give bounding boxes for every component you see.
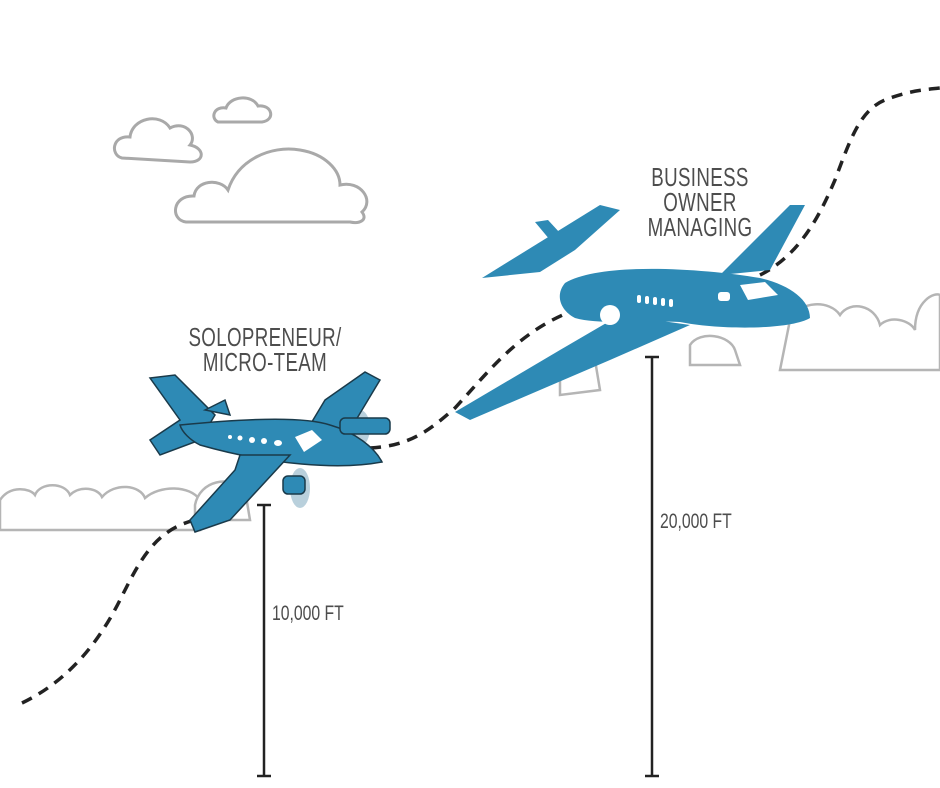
sky-clouds [113,96,369,224]
business-owner-label: BUSINESS OWNER MANAGING [614,162,787,242]
flight-path [21,86,940,705]
solo-label-line-1: SOLOPRENEUR/ [188,322,342,352]
cloud-large [174,147,369,224]
cloud-tiny [212,96,273,124]
altitude-markers [257,355,659,778]
altitude-solo: 10,000 FT [272,602,344,625]
cloud-small [113,117,203,164]
altitude-business: 20,000 FT [660,510,732,533]
jet-plane-icon [455,205,810,420]
solo-label-line-2: MICRO-TEAM [202,347,328,377]
twin-prop-plane-icon [148,371,391,533]
business-label-line-1: BUSINESS OWNER [651,162,749,217]
business-label-line-2: MANAGING [647,212,753,242]
solopreneur-label: SOLOPRENEUR/ MICRO-TEAM [182,322,348,377]
